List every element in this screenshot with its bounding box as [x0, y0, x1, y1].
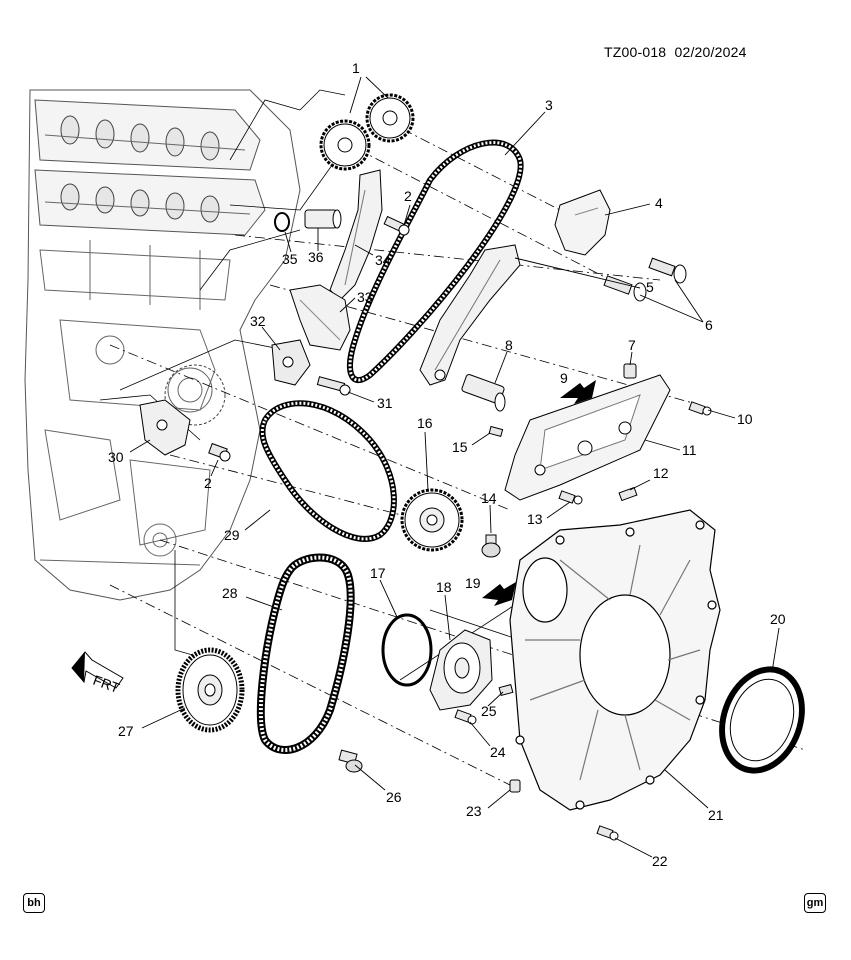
- camshaft-sprockets: [319, 93, 415, 171]
- callout-14: 14: [481, 490, 497, 506]
- bh-badge: bh: [23, 893, 45, 913]
- callout-11: 11: [682, 442, 697, 458]
- engine-front-cover: [509, 509, 721, 811]
- chain-guide-upper: [329, 169, 383, 301]
- callout-12: 12: [653, 465, 669, 481]
- callout-21: 21: [708, 807, 724, 823]
- callout-24: 24: [490, 744, 506, 760]
- callout-2-lower: 2: [204, 475, 212, 491]
- housing-bolts: [488, 401, 712, 505]
- callout-5: 5: [646, 279, 654, 295]
- cover-dowel-and-bolt: [509, 779, 619, 841]
- lower-chain-guide: [289, 284, 351, 351]
- gm-logo-badge: gm: [804, 893, 826, 913]
- callout-18: 18: [436, 579, 452, 595]
- tensioner-bolt: [316, 376, 351, 396]
- chain-guide-cover: [554, 189, 611, 256]
- view-direction-arrows: [482, 380, 596, 606]
- callout-30: 30: [108, 449, 124, 465]
- chain-tensioner-plunger: [461, 374, 506, 412]
- callout-numbers: 1 2 2 3 4 5 6 7 8 9 10 11 12 13 14 15 16…: [108, 60, 786, 869]
- callout-29: 29: [224, 527, 240, 543]
- front-direction-indicator: FRT: [71, 651, 124, 696]
- crankshaft-sprocket: [400, 488, 464, 552]
- callout-15: 15: [452, 439, 468, 455]
- callout-19: 19: [465, 575, 481, 591]
- callout-26: 26: [386, 789, 402, 805]
- callout-20: 20: [770, 611, 786, 627]
- callout-28: 28: [222, 585, 238, 601]
- callout-9: 9: [560, 370, 568, 386]
- callout-36: 36: [308, 249, 324, 265]
- callout-8: 8: [505, 337, 513, 353]
- pulley-bolt: [338, 749, 363, 773]
- tensioner-arm: [419, 244, 521, 386]
- callout-17: 17: [370, 565, 386, 581]
- water-pump-cover: [429, 629, 493, 711]
- diagram-date: 02/20/2024: [674, 44, 747, 60]
- callout-27: 27: [118, 723, 134, 739]
- accessory-drive-belt: [256, 553, 355, 754]
- diagram-ref-code: TZ00-018: [604, 44, 667, 60]
- callout-35: 35: [282, 251, 298, 267]
- upper-timing-chain: [347, 139, 524, 384]
- diagram-reference: TZ00-018 02/20/2024: [604, 44, 747, 60]
- guide-bolts: [603, 257, 687, 302]
- oil-pump-chain-tensioner: [139, 399, 191, 456]
- callout-leaders: [129, 76, 780, 858]
- guide-bolt-upper: [208, 215, 410, 462]
- callout-4: 4: [655, 195, 663, 211]
- callout-3: 3: [545, 97, 553, 113]
- crankshaft-balancer-pulley: [175, 647, 245, 733]
- callout-23: 23: [466, 803, 482, 819]
- callout-31: 31: [377, 395, 393, 411]
- callout-1: 1: [352, 60, 360, 76]
- callout-13: 13: [527, 511, 543, 527]
- callout-32: 32: [250, 313, 266, 329]
- tensioner-seal-and-plunger: [274, 209, 342, 232]
- sprocket-bolt: [481, 534, 501, 558]
- callout-34: 34: [375, 252, 391, 268]
- engine-block: [24, 89, 301, 601]
- dowel-pin: [623, 363, 637, 379]
- oil-pump-chain: [259, 400, 397, 542]
- callout-22: 22: [652, 853, 668, 869]
- crankshaft-front-oil-seal: [719, 666, 805, 774]
- callout-6: 6: [705, 317, 713, 333]
- callout-16: 16: [417, 415, 433, 431]
- callout-25: 25: [481, 703, 497, 719]
- callout-7: 7: [628, 337, 636, 353]
- water-pump-o-ring: [381, 613, 433, 687]
- lower-chain-tensioner: [271, 339, 311, 386]
- callout-2-upper: 2: [404, 188, 412, 204]
- callout-10: 10: [737, 411, 753, 427]
- camshaft-position-actuator-housing: [504, 374, 671, 501]
- callout-33: 33: [357, 289, 373, 305]
